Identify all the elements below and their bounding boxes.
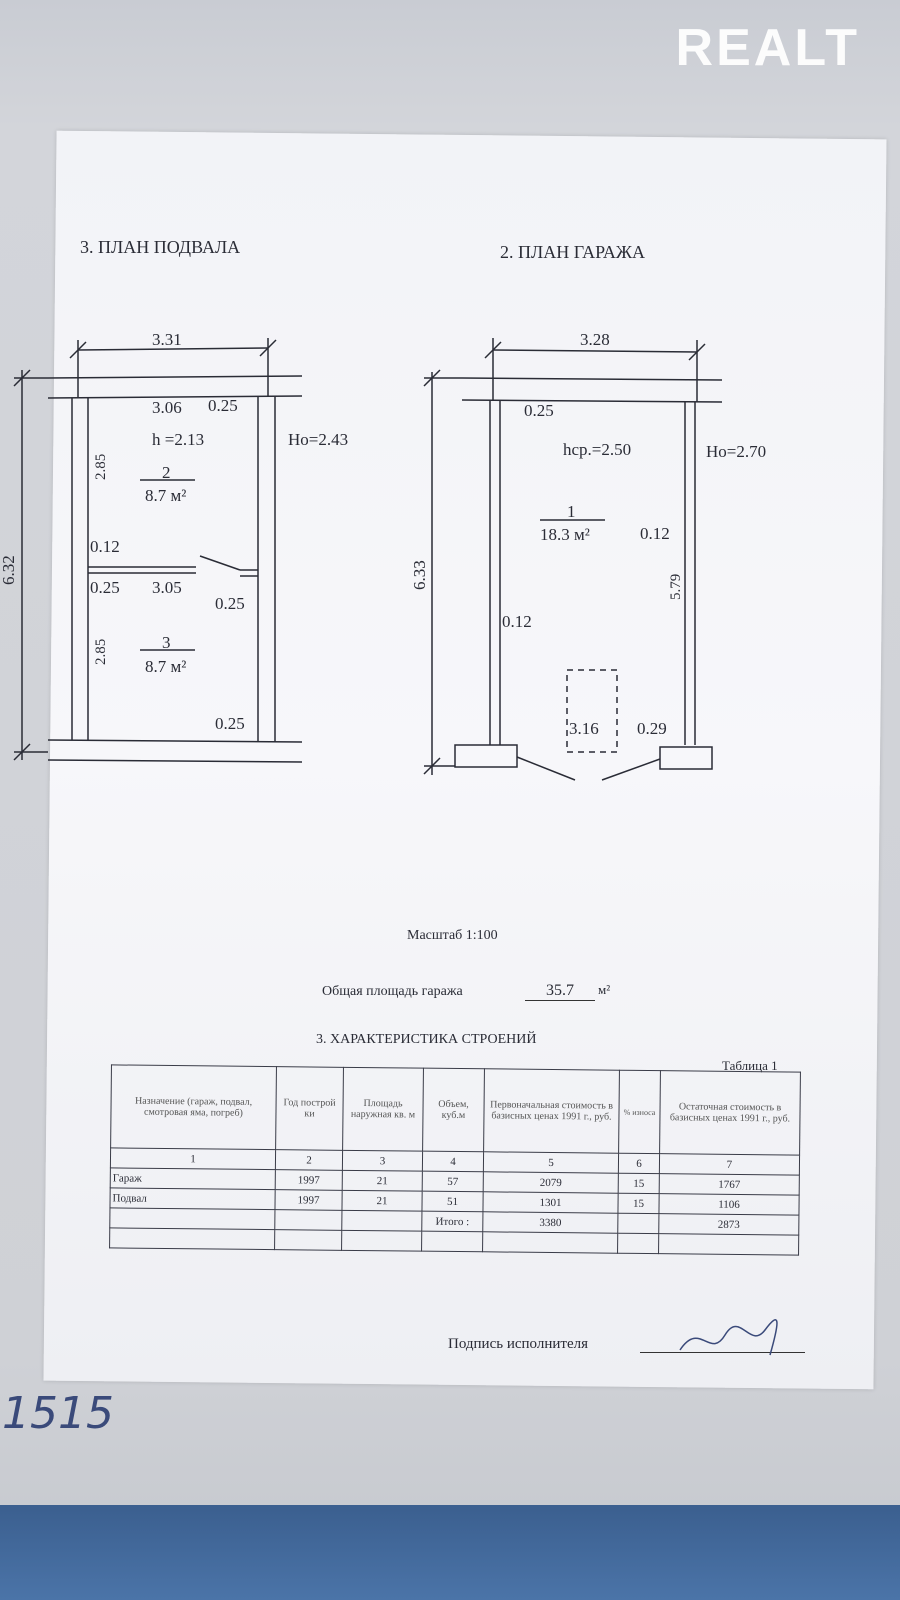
dim: 0.25 [90,578,120,597]
buildings-table: Назначение (гараж, подвал, смотровая яма… [109,1064,801,1256]
dim: Ho=2.70 [706,442,766,461]
table-title: 3. ХАРАКТЕРИСТИКА СТРОЕНИЙ [316,1032,537,1047]
cell: 21 [341,1190,423,1212]
cell: 51 [421,1191,484,1212]
cell [109,1227,275,1250]
cell: 6 [618,1153,660,1174]
cell: 2079 [483,1171,619,1194]
dim: 3.28 [580,330,610,349]
cell: 57 [422,1171,484,1192]
cell [274,1229,342,1251]
dim: 0.25 [208,396,238,415]
cell: 1106 [658,1193,800,1216]
cell: 21 [342,1170,423,1192]
cell: 1301 [482,1191,619,1214]
total-area-unit: м² [598,982,611,997]
cell: 1767 [659,1173,800,1196]
signature-line [640,1352,805,1353]
cell: Итого : [421,1211,483,1232]
dim: 0.12 [90,537,120,556]
cell: Подвал [109,1187,276,1210]
cell: 1 [110,1147,276,1170]
scale-label: Масштаб 1:100 [407,928,498,943]
header-cell: Объем, куб.м [422,1068,485,1152]
cell: 15 [618,1173,660,1194]
dim: 0.12 [502,612,532,631]
cell [617,1233,659,1254]
room-number: 3 [162,633,171,652]
dim: 6.33 [410,560,429,590]
header-cell: Первоначальная стоимость в базисных цена… [483,1068,620,1154]
table-caption: Таблица 1 [722,1058,778,1073]
dim: 0.25 [215,714,245,733]
room-area: 8.7 м² [145,486,186,505]
dim: h =2.13 [152,430,204,449]
cell [274,1209,342,1231]
dim: Ho=2.43 [288,430,348,449]
cell: Гараж [110,1167,276,1190]
dim: 2.85 [93,639,109,665]
dim: 2.85 [93,454,109,480]
cell [341,1210,422,1232]
garage-plan [423,338,723,781]
cell: 15 [617,1193,660,1214]
cell [341,1230,422,1252]
basement-title: 3. ПЛАН ПОДВАЛА [80,237,240,257]
dim: 3.06 [152,398,182,417]
total-area-label: Общая площадь гаража [322,984,463,999]
dim: 5.79 [668,574,684,600]
cell [421,1231,483,1252]
cell: 2 [275,1149,343,1171]
room-number: 2 [162,463,171,482]
cell: 7 [659,1153,800,1176]
folder-cover [0,1505,900,1600]
dim: hср.=2.50 [563,440,631,459]
cell [482,1231,618,1254]
cell [658,1233,799,1256]
cell: 4 [422,1151,484,1172]
header-cell: Площадь наружная кв. м [342,1067,424,1152]
dim: 0.29 [637,719,667,738]
basement-plan [13,338,303,763]
watermark-logo: REALT [675,19,860,77]
cell: 1997 [275,1169,343,1191]
header-cell: Год построй ки [275,1066,344,1151]
dim: 0.12 [640,524,670,543]
dim: 0.25 [524,401,554,420]
garage-title: 2. ПЛАН ГАРАЖА [500,242,645,262]
header-cell: Назначение (гараж, подвал, смотровая яма… [110,1064,277,1150]
dim: 6.32 [0,555,18,585]
dim: 0.25 [215,594,245,613]
cell: 5 [483,1151,619,1174]
dim: 3.31 [152,330,182,349]
dim: 3.16 [569,719,599,738]
cell: 3380 [482,1211,618,1234]
room-area: 8.7 м² [145,657,186,676]
cell: 3 [342,1150,423,1172]
cell [109,1207,275,1230]
room-area: 18.3 м² [540,525,590,544]
header-cell: Остаточная стоимость в базисных ценах 19… [659,1070,801,1156]
table-header-row: Назначение (гараж, подвал, смотровая яма… [110,1064,801,1156]
signature-label: Подпись исполнителя [448,1336,588,1352]
cell: 2873 [658,1213,799,1236]
total-area-value: 35.7 [525,982,595,1001]
signature [679,1319,778,1356]
cell [617,1213,659,1234]
handwritten-number: 1515 [2,1388,114,1439]
dim: 3.05 [152,578,182,597]
header-cell: % износа [618,1070,661,1154]
room-number: 1 [567,502,576,521]
cell: 1997 [274,1189,343,1211]
